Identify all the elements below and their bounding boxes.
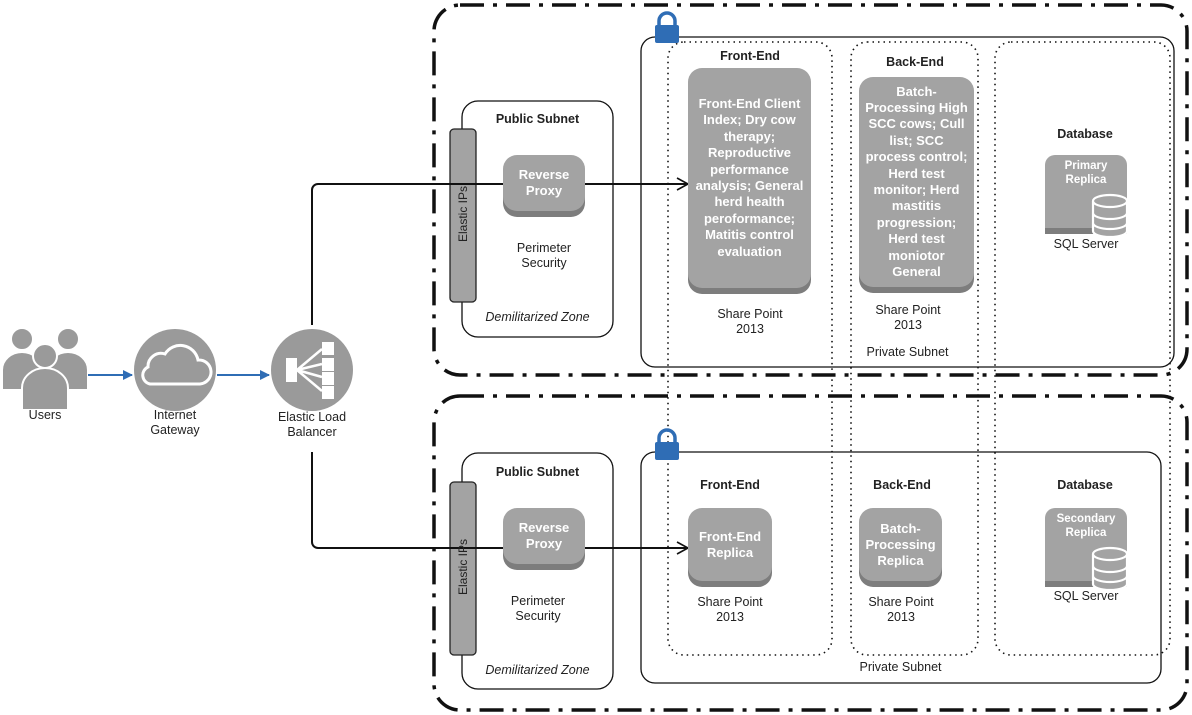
front-end-tier-zone <box>667 41 833 656</box>
bottom-front-end-box: Front-End Replica <box>688 508 772 581</box>
load-balancer-label: Elastic Load Balancer <box>277 410 347 439</box>
bottom-sql-server-label: SQL Server <box>1053 589 1119 603</box>
top-db-server-icon <box>1045 155 1129 239</box>
top-private-subnet <box>640 36 1175 368</box>
bottom-front-end-server-label: Share Point 2013 <box>697 595 763 624</box>
top-front-end-title: Front-End <box>720 49 780 63</box>
bottom-front-end-box-label: Front-End Replica <box>698 528 762 560</box>
bottom-public-subnet-title: Public Subnet <box>495 465 580 479</box>
top-front-end-box-label: Front-End Client Index; Dry cow therapy;… <box>695 95 804 259</box>
bottom-elastic-ips-label: Elastic IPs <box>456 539 470 596</box>
bottom-perimeter-security-label: Perimeter Security <box>510 594 566 623</box>
top-vpc-boundary <box>432 3 1189 377</box>
bottom-private-subnet-label: Private Subnet <box>859 660 942 674</box>
bottom-back-end-server-label: Share Point 2013 <box>868 595 934 624</box>
top-back-end-box-label: Batch-Processing High SCC cows; Cull lis… <box>865 83 968 280</box>
internet-gateway-icon <box>134 329 216 411</box>
top-perimeter-security-label: Perimeter Security <box>516 241 572 270</box>
top-front-end-server-label: Share Point 2013 <box>717 307 783 336</box>
top-sql-server-label: SQL Server <box>1053 237 1119 251</box>
bottom-lock-icon <box>655 428 679 460</box>
internet-gateway-label: Internet Gateway <box>150 408 200 437</box>
top-elastic-ips-bar <box>449 128 477 303</box>
users-icon <box>1 327 89 411</box>
top-elastic-ips-label: Elastic IPs <box>456 186 470 243</box>
bottom-reverse-proxy-box: Reverse Proxy <box>503 508 585 564</box>
top-database-title: Database <box>1057 127 1113 141</box>
top-reverse-proxy-box: Reverse Proxy <box>503 155 585 211</box>
bottom-reverse-proxy-label: Reverse Proxy <box>518 520 570 551</box>
database-tier-zone <box>994 41 1171 656</box>
bottom-db-replica-label: Secondary Replica <box>1056 513 1116 539</box>
top-public-subnet-title: Public Subnet <box>495 112 580 126</box>
bottom-database-title: Database <box>1057 478 1113 492</box>
top-public-subnet <box>461 100 614 338</box>
top-front-end-box: Front-End Client Index; Dry cow therapy;… <box>688 68 811 288</box>
bottom-back-end-title: Back-End <box>873 478 931 492</box>
top-db-replica-label: Primary Replica <box>1064 160 1108 186</box>
users-label: Users <box>28 408 62 422</box>
top-reverse-proxy-label: Reverse Proxy <box>518 167 570 198</box>
bottom-back-end-box: Batch- Processing Replica <box>859 508 942 581</box>
top-back-end-box: Batch-Processing High SCC cows; Cull lis… <box>859 77 974 287</box>
bottom-db-server-icon <box>1045 508 1129 592</box>
bottom-vpc-boundary <box>432 394 1189 712</box>
bottom-public-subnet <box>461 452 614 690</box>
top-dmz-label: Demilitarized Zone <box>485 310 590 324</box>
bottom-back-end-box-label: Batch- Processing Replica <box>865 520 936 568</box>
lb-to-bottom-proxy-line <box>311 452 503 549</box>
lb-to-top-proxy-line <box>311 183 503 325</box>
load-balancer-icon <box>271 329 353 411</box>
top-lock-icon <box>655 11 679 43</box>
bottom-elastic-ips-bar <box>449 481 477 656</box>
bottom-dmz-label: Demilitarized Zone <box>485 663 590 677</box>
top-back-end-title: Back-End <box>886 55 944 69</box>
top-private-subnet-label: Private Subnet <box>866 345 949 359</box>
bottom-front-end-title: Front-End <box>700 478 760 492</box>
bottom-private-subnet <box>640 451 1162 684</box>
top-back-end-server-label: Share Point 2013 <box>875 303 941 332</box>
